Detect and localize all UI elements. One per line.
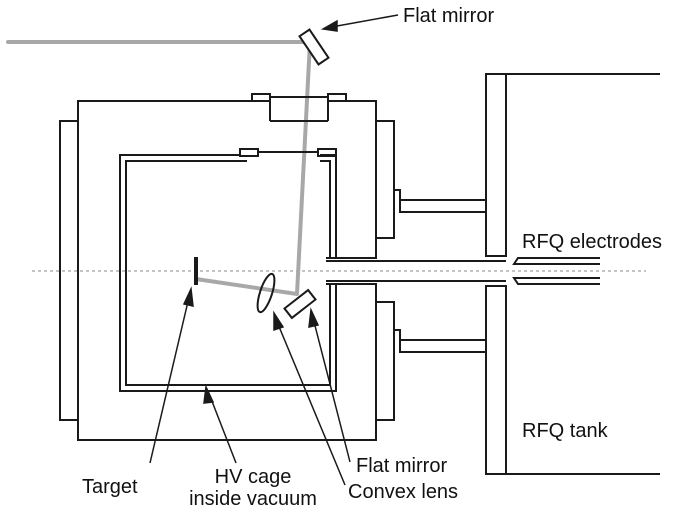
hv-cage-label-line1: HV cage [214,466,292,488]
rfq-electrodes [512,257,600,285]
extraction-tube [326,260,506,282]
flat-mirror-top-label: Flat mirror [403,5,495,27]
flat-mirror-top [298,28,330,66]
convex-lens [256,272,276,314]
hv-cage-label: HV cage inside vacuum [178,466,328,510]
rfq-tank [485,73,660,475]
pointer-arrows [149,14,399,486]
hv-cage [119,148,337,392]
laser-beam-path [6,40,312,296]
vacuum-chamber [59,93,395,441]
target-label: Target [82,476,138,498]
rfq-tank-label: RFQ tank [522,420,608,442]
flat-mirror-inside [283,288,317,320]
flat-mirror-bottom-label: Flat mirror [356,455,448,477]
hv-cage-label-line2: inside vacuum [189,488,317,510]
rfq-electrodes-label: RFQ electrodes [522,231,663,253]
convex-lens-label: Convex lens [348,481,459,503]
